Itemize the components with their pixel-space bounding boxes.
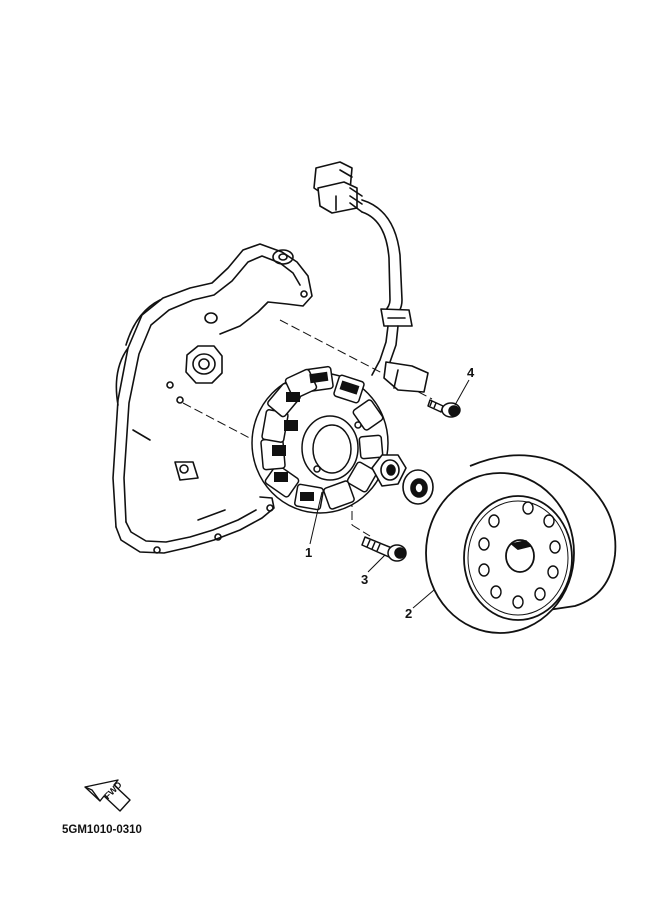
washer: [402, 469, 434, 505]
leader-lines: [309, 379, 470, 609]
callout-part-1: 1: [305, 545, 312, 560]
bolt-part-4: [427, 399, 461, 418]
rotor-flywheel: [425, 454, 617, 634]
flange-nut: [371, 454, 407, 487]
bolt-part-3: [361, 536, 407, 562]
fwd-arrow-icon: [84, 779, 131, 812]
crankcase-cover: [112, 243, 313, 554]
wire-harness: [313, 161, 429, 393]
callout-part-3: 3: [361, 572, 368, 587]
callout-part-2: 2: [405, 606, 412, 621]
diagram-code: 5GM1010-0310: [62, 824, 142, 836]
callout-part-4: 4: [467, 365, 475, 380]
stator-coil: [251, 365, 389, 514]
